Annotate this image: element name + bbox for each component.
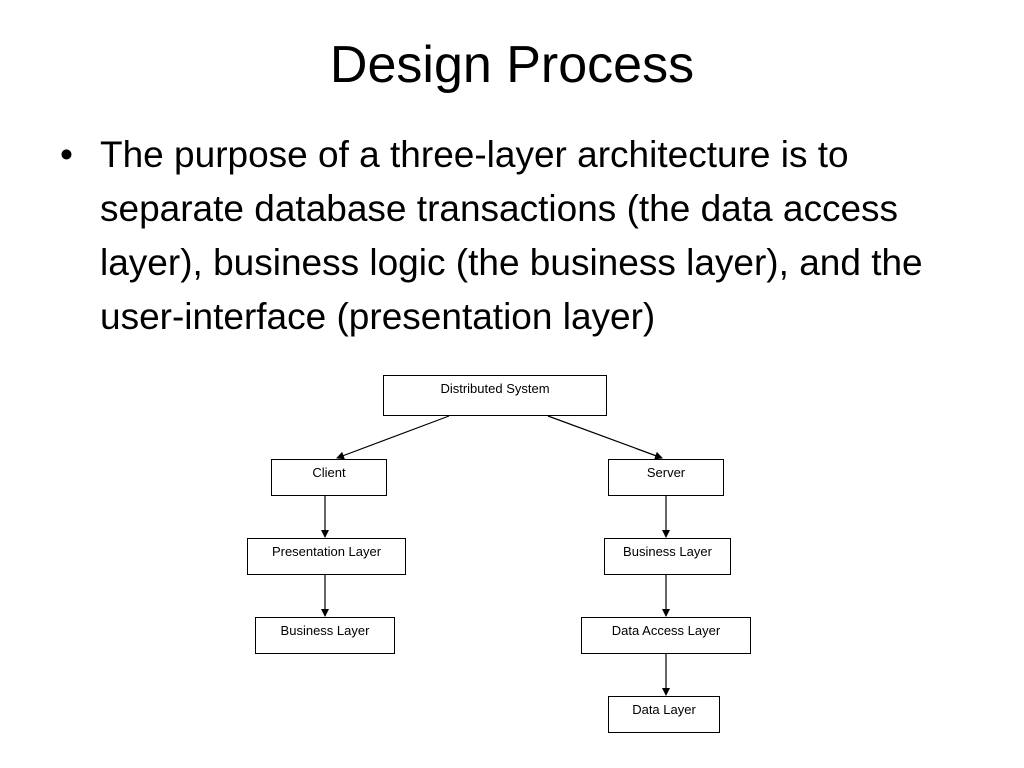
node-server: Server [608, 459, 724, 496]
node-server-business-layer: Business Layer [604, 538, 731, 575]
bullet-marker: • [60, 134, 73, 175]
node-server-data-access-layer: Data Access Layer [581, 617, 751, 654]
node-distributed-system: Distributed System [383, 375, 607, 416]
node-client-business-layer: Business Layer [255, 617, 395, 654]
node-client-presentation-layer: Presentation Layer [247, 538, 406, 575]
slide-title: Design Process [329, 36, 695, 94]
node-server-data-layer: Data Layer [608, 696, 720, 733]
connector-root-to-client [336, 415, 450, 460]
node-client: Client [271, 459, 387, 496]
connector-root-to-server [547, 415, 663, 460]
bullet-item: • The purpose of a three-layer architect… [58, 128, 978, 344]
bullet-list: • The purpose of a three-layer architect… [58, 128, 978, 344]
bullet-text: The purpose of a three-layer architectur… [100, 134, 923, 337]
